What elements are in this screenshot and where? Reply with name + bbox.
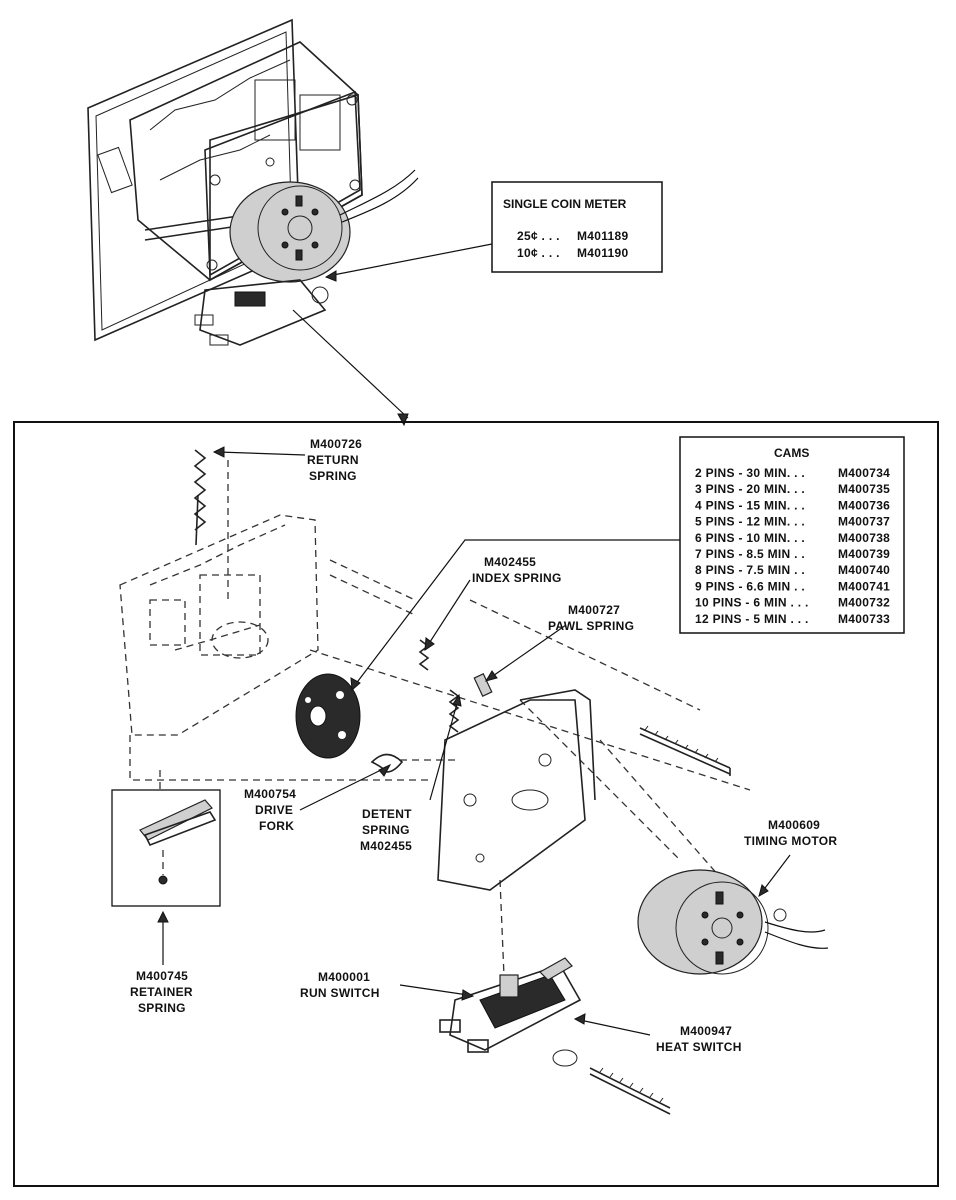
cam-part [295,673,361,759]
label-timing-motor: M400609 TIMING MOTOR [744,818,837,848]
cam-row-part: M400733 [838,612,890,626]
svg-text:SPRING: SPRING [138,1001,186,1015]
svg-text:TIMING MOTOR: TIMING MOTOR [744,834,837,848]
svg-text:RETAINER: RETAINER [130,985,193,999]
cam-row-desc: 7 PINS - 8.5 MIN . . [695,547,805,561]
label-heat-switch: M400947 HEAT SWITCH [656,1024,742,1054]
cam-row-desc: 9 PINS - 6.6 MIN . . [695,579,805,593]
svg-text:M402455: M402455 [484,555,536,569]
cam-row-part: M400741 [838,579,890,593]
cams-box: CAMS 2 PINS - 30 MIN. . . M400734 3 PINS -… [679,436,905,634]
svg-text:RETURN: RETURN [307,453,359,467]
assembled-coin-meter [87,18,419,427]
long-screw-part [639,725,731,776]
svg-text:SPRING: SPRING [362,823,410,837]
return-spring-part [193,449,207,546]
svg-text:M400727: M400727 [568,603,620,617]
svg-text:DETENT: DETENT [362,807,412,821]
svg-text:M400745: M400745 [136,969,188,983]
cam-row-desc: 6 PINS - 10 MIN. . . [695,531,805,545]
cam-row-part: M400738 [838,531,890,545]
cam-row-part: M400734 [838,466,890,480]
svg-text:DRIVE: DRIVE [255,803,293,817]
switch-assembly-part [439,957,671,1115]
svg-text:M400947: M400947 [680,1024,732,1038]
svg-text:M400001: M400001 [318,970,370,984]
single-coin-meter-box: SINGLE COIN METER 25¢ . . . M401189 10¢ … [324,181,663,282]
cam-row-desc: 12 PINS - 5 MIN . . . [695,612,809,626]
cam-row-desc: 5 PINS - 12 MIN. . . [695,515,805,529]
svg-text:SPRING: SPRING [309,469,357,483]
retainer-spring-box [111,789,221,907]
timing-motor-part [637,869,829,975]
meter-part-10: M401190 [577,246,629,260]
meter-box-title: SINGLE COIN METER [503,197,627,211]
drive-fork-part [370,753,404,773]
cam-row-desc: 10 PINS - 6 MIN . . . [695,596,809,610]
cam-row-part: M400740 [838,563,890,577]
label-index-spring: M402455 INDEX SPRING [472,555,562,585]
label-run-switch: M400001 RUN SWITCH [300,970,380,1000]
svg-text:M400609: M400609 [768,818,820,832]
cam-row-desc: 3 PINS - 20 MIN. . . [695,482,805,496]
label-pawl-spring: M400727 PAWL SPRING [548,603,634,633]
exploded-view-frame [13,421,939,1187]
ghost-mechanism-frame [119,460,751,1001]
meter-coin-25: 25¢ . . . [517,229,560,243]
cam-row-part: M400735 [838,482,890,496]
pawl-spring-part [473,673,493,697]
svg-text:HEAT SWITCH: HEAT SWITCH [656,1040,742,1054]
label-drive-fork: M400754 DRIVE FORK [244,787,296,833]
cam-row-part: M400736 [838,498,890,512]
svg-text:INDEX SPRING: INDEX SPRING [472,571,562,585]
meter-part-25: M401189 [577,229,629,243]
meter-coin-10: 10¢ . . . [517,246,560,260]
svg-text:PAWL SPRING: PAWL SPRING [548,619,634,633]
label-retainer-spring: M400745 RETAINER SPRING [130,969,193,1015]
svg-text:RUN SWITCH: RUN SWITCH [300,986,380,1000]
svg-text:M400754: M400754 [244,787,296,801]
svg-text:M400726: M400726 [310,437,362,451]
side-plate-part [437,689,596,891]
cam-row-part: M400739 [838,547,890,561]
label-detent-spring: DETENT SPRING M402455 [360,807,412,853]
cam-row-desc: 4 PINS - 15 MIN. . . [695,498,805,512]
label-return-spring: M400726 RETURN SPRING [307,437,362,483]
leader-arrows [157,446,791,1036]
cam-row-part: M400737 [838,515,890,529]
svg-text:FORK: FORK [259,819,294,833]
cams-box-title: CAMS [774,446,809,460]
cam-row-desc: 2 PINS - 30 MIN. . . [695,466,805,480]
cam-row-desc: 8 PINS - 7.5 MIN . . [695,563,805,577]
cam-row-part: M400732 [838,596,890,610]
svg-text:M402455: M402455 [360,839,412,853]
